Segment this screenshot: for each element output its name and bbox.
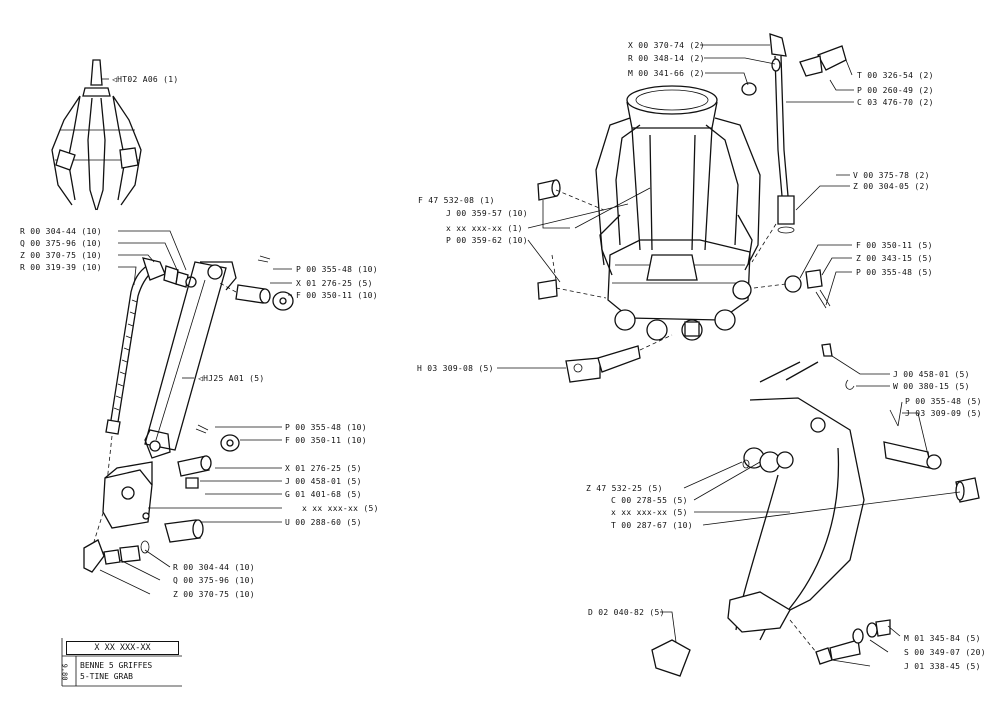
body-bolt-set xyxy=(753,269,831,309)
tine-arm xyxy=(727,361,865,641)
main-pin xyxy=(565,334,673,383)
part-label: T 00 287-67 (10) xyxy=(611,521,693,530)
part-label: J 00 359-57 (10) xyxy=(446,209,528,218)
part-label: P 00 355-48 (5) xyxy=(905,397,982,406)
top-hydraulic-line xyxy=(741,33,847,263)
tine-hardware xyxy=(821,343,980,503)
part-label: X 01 276-25 (5) xyxy=(285,464,362,473)
hydraulic-hose xyxy=(91,257,197,549)
part-label: X 01 276-25 (5) xyxy=(296,279,373,288)
part-label: J 01 338-45 (5) xyxy=(904,662,981,671)
title-french: BENNE 5 GRIFFES xyxy=(80,661,153,670)
lower-pin-set xyxy=(177,424,240,489)
callout-grab-ref: ◁HT02 A06 (1) xyxy=(112,75,179,84)
part-label: R 00 348-14 (2) xyxy=(628,54,705,63)
part-label: M 00 341-66 (2) xyxy=(628,69,705,78)
part-label: F 00 350-11 (5) xyxy=(856,241,933,250)
part-label: X 00 370-74 (2) xyxy=(628,41,705,50)
part-label: P 00 355-48 (5) xyxy=(856,268,933,277)
bottom-bolt-stack xyxy=(789,619,891,665)
part-label: S 00 349-07 (20) xyxy=(904,648,986,657)
part-label: F 00 350-11 (10) xyxy=(296,291,378,300)
grab-body xyxy=(595,85,761,341)
tine-tip xyxy=(651,639,691,677)
part-label: C 03 476-70 (2) xyxy=(857,98,934,107)
part-label: x xx xxx-xx (1) xyxy=(446,224,523,233)
part-label: x xx xxx-xx (5) xyxy=(302,504,379,513)
part-label: U 00 288-60 (5) xyxy=(285,518,362,527)
part-label: R 00 304-44 (10) xyxy=(20,227,102,236)
title-english: 5-TINE GRAB xyxy=(80,672,133,681)
hydraulic-cylinder xyxy=(144,261,237,459)
part-label: J 00 458-01 (5) xyxy=(893,370,970,379)
revision-date: 9.80 xyxy=(60,663,69,681)
part-label: F 47 532-08 (1) xyxy=(418,196,495,205)
part-label: G 01 401-68 (5) xyxy=(285,490,362,499)
part-label: P 00 355-48 (10) xyxy=(296,265,378,274)
body-bushings xyxy=(537,179,607,300)
part-label: H 03 309-08 (5) xyxy=(417,364,494,373)
upper-pin-set xyxy=(217,255,294,311)
part-label: P 00 260-49 (2) xyxy=(857,86,934,95)
part-label: V 00 375-78 (2) xyxy=(853,171,930,180)
callout-cylinder-ref: ◁HJ25 A01 (5) xyxy=(198,374,265,383)
part-label: x xx xxx-xx (5) xyxy=(611,508,688,517)
part-label: C 00 278-55 (5) xyxy=(611,496,688,505)
part-label: R 00 304-44 (10) xyxy=(173,563,255,572)
part-label: Q 00 375-96 (10) xyxy=(20,239,102,248)
part-label: Z 00 343-15 (5) xyxy=(856,254,933,263)
cylinder-base-bracket xyxy=(102,461,204,543)
part-label: Z 00 370-75 (10) xyxy=(173,590,255,599)
part-label: Z 00 304-05 (2) xyxy=(853,182,930,191)
part-label: F 00 350-11 (10) xyxy=(285,436,367,445)
part-label: R 00 319-39 (10) xyxy=(20,263,102,272)
part-label: Z 00 370-75 (10) xyxy=(20,251,102,260)
part-label: W 00 380-15 (5) xyxy=(893,382,970,391)
part-label: T 00 326-54 (2) xyxy=(857,71,934,80)
bottom-fittings xyxy=(83,539,150,573)
part-label: Z 47 532-25 (5) xyxy=(586,484,663,493)
grab-thumbnail xyxy=(51,59,142,211)
part-label: J 00 458-01 (5) xyxy=(285,477,362,486)
part-code-box: X XX XXX-XX xyxy=(66,641,179,655)
part-label: Q 00 375-96 (10) xyxy=(173,576,255,585)
leader-lines xyxy=(99,44,961,667)
part-label: P 00 355-48 (10) xyxy=(285,423,367,432)
part-label: M 01 345-84 (5) xyxy=(904,634,981,643)
part-label: D 02 040-82 (5) xyxy=(588,608,665,617)
part-label: P 00 359-62 (10) xyxy=(446,236,528,245)
part-label: J 03 309-09 (5) xyxy=(905,409,982,418)
